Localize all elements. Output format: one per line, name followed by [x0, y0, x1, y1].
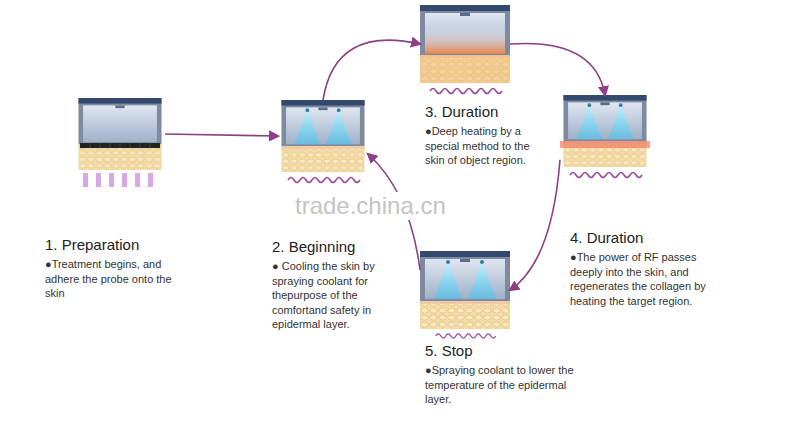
step-node: 3. Duration ●Deep heating by a special me…: [425, 5, 555, 168]
device-area: [278, 100, 368, 172]
device-area: [75, 98, 165, 170]
flow-arrow: [323, 40, 420, 100]
step-description: ● Cooling the skin by spraying coolant f…: [272, 259, 408, 332]
step-description: ●The power of RF passes deeply into the …: [570, 250, 725, 308]
device-area: [560, 95, 650, 167]
step-description: ●Deep heating by a special method to the…: [425, 124, 550, 168]
step-node: 5. Stop ●Spraying coolant to lower the te…: [425, 250, 595, 407]
step-node: 4. Duration ●The power of RF passes deepl…: [570, 95, 730, 308]
step-heading: 2. Beginning: [272, 238, 408, 255]
step-heading: 1. Preparation: [45, 236, 195, 253]
flow-arrow: [510, 160, 560, 290]
step-description: ●Spraying coolant to lower the temperatu…: [425, 363, 593, 407]
step-heading: 4. Duration: [570, 229, 730, 246]
flow-arrow: [165, 134, 278, 136]
step-node: 1. Preparation ●Treatment begins, and adh…: [45, 98, 195, 301]
step-heading: 3. Duration: [425, 103, 555, 120]
step-heading: 5. Stop: [425, 342, 595, 359]
step-description: ●Treatment begins, and adhere the probe …: [45, 257, 190, 301]
watermark: trade.china.cn: [292, 192, 449, 220]
device-area: [420, 250, 510, 330]
device-area: [420, 5, 510, 83]
flow-arrow: [510, 43, 605, 95]
